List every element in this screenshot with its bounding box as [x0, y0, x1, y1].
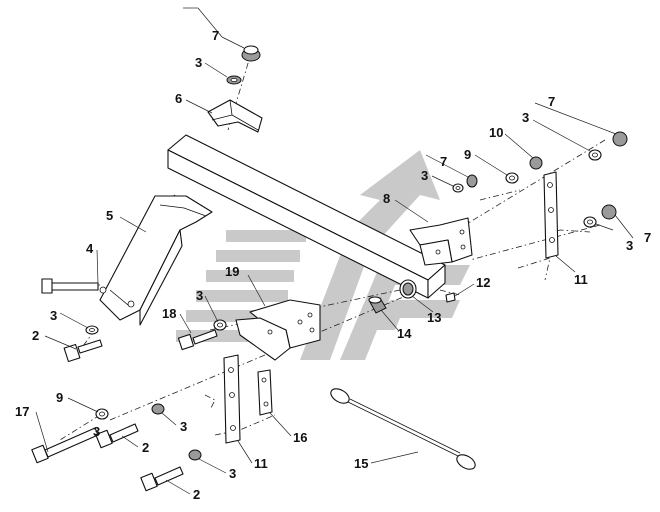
part-3-washer-top — [226, 75, 242, 85]
callout-14: 14 — [397, 326, 412, 341]
part-5-support — [99, 195, 213, 326]
callout-3-bottom: 3 — [229, 466, 236, 481]
callout-3-left: 3 — [50, 308, 57, 323]
part-7-cap-top — [241, 45, 261, 62]
callout-3-left-low: 3 — [93, 424, 100, 439]
part-14-bushing — [368, 296, 387, 314]
hardware-right — [452, 131, 628, 228]
callout-2-bottom: 2 — [193, 487, 200, 502]
part-8-bracket — [409, 217, 473, 266]
callout-5: 5 — [106, 208, 113, 223]
callout-3-right: 3 — [626, 238, 633, 253]
callout-7-right-top: 7 — [548, 94, 555, 109]
callout-18: 18 — [162, 306, 176, 321]
callout-2-left: 2 — [32, 328, 39, 343]
callout-6: 6 — [175, 91, 182, 106]
watermark-logo — [176, 150, 470, 360]
main-beam — [167, 134, 446, 299]
callout-7-mid: 7 — [440, 154, 447, 169]
callout-11-low: 11 — [254, 456, 268, 471]
callout-17: 17 — [15, 404, 29, 419]
part-15-cable — [330, 388, 476, 470]
callout-7-top: 7 — [212, 28, 219, 43]
part-11-plate-lower — [223, 354, 241, 444]
part-19-bracket — [235, 299, 321, 361]
callout-3-center: 3 — [196, 288, 203, 303]
part-12-pin — [445, 292, 456, 303]
callout-3-right-top: 3 — [522, 110, 529, 125]
callout-3-mid: 3 — [421, 168, 428, 183]
callout-15: 15 — [354, 456, 368, 471]
callout-labels: 7 3 6 7 3 10 3 7 9 3 8 5 4 3 7 11 12 19 … — [15, 28, 651, 502]
callout-9-top: 9 — [464, 147, 471, 162]
callout-16: 16 — [293, 430, 307, 445]
callout-12: 12 — [476, 275, 490, 290]
leader-lines — [35, 7, 634, 495]
callout-7-right: 7 — [644, 230, 651, 245]
part-6-bracket — [207, 99, 263, 133]
callout-3-low: 3 — [180, 419, 187, 434]
callout-3-top: 3 — [195, 55, 202, 70]
callout-4: 4 — [86, 241, 94, 256]
callout-13: 13 — [427, 310, 441, 325]
callout-2-mid: 2 — [142, 440, 149, 455]
callout-19: 19 — [225, 264, 239, 279]
callout-9-low: 9 — [56, 390, 63, 405]
callout-10: 10 — [489, 125, 503, 140]
part-11-plate-right — [543, 171, 559, 259]
part-16-plate — [257, 369, 273, 416]
hardware-lower-left — [31, 403, 202, 492]
callout-8: 8 — [383, 191, 390, 206]
callout-11-right: 11 — [574, 272, 588, 287]
